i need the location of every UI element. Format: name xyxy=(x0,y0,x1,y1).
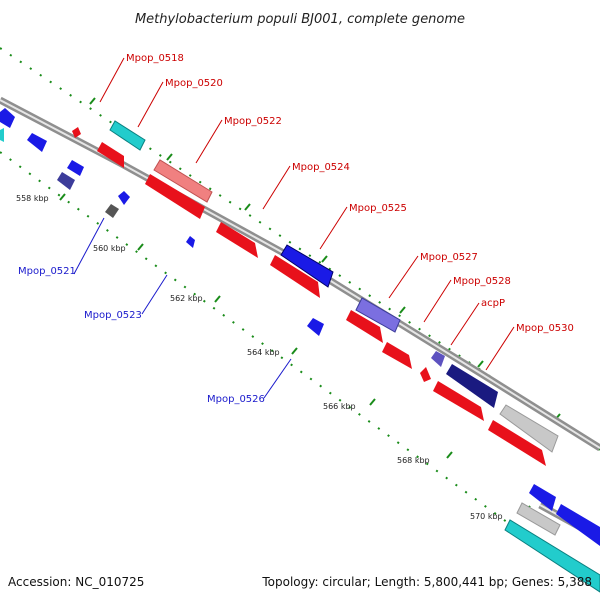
gene-arrow[interactable] xyxy=(153,159,213,203)
callout-line xyxy=(423,279,452,323)
kbp-label: 566 kbp xyxy=(323,402,356,411)
major-tick xyxy=(477,360,484,368)
gene-label-mpop-0524[interactable]: Mpop_0524 xyxy=(292,162,350,173)
forward-strand-genes xyxy=(72,120,600,593)
callout-line xyxy=(137,81,164,128)
gene-label-mpop-0530[interactable]: Mpop_0530 xyxy=(516,323,574,334)
gene-arrow[interactable] xyxy=(0,128,4,142)
gene-arrow[interactable] xyxy=(504,519,600,593)
gene-arrow[interactable] xyxy=(97,142,124,168)
gene-arrow[interactable] xyxy=(27,133,47,152)
major-tick xyxy=(446,451,453,459)
kbp-label: 568 kbp xyxy=(397,456,430,465)
callout-line xyxy=(262,165,291,210)
major-tick xyxy=(369,398,376,406)
callout-line xyxy=(450,302,480,346)
genome-title: Methylobacterium populi BJ001, complete … xyxy=(135,12,465,27)
forward-gene-labels: Mpop_0518 Mpop_0520 Mpop_0522 Mpop_0524 … xyxy=(126,53,574,334)
kbp-label: 562 kbp xyxy=(170,294,203,303)
topology-text: Topology: circular; Length: 5,800,441 bp… xyxy=(261,575,592,589)
gene-arrow[interactable] xyxy=(382,342,412,369)
callout-line xyxy=(141,274,168,315)
major-ticks xyxy=(59,97,561,513)
gene-label-mpop-0518[interactable]: Mpop_0518 xyxy=(126,53,184,64)
reverse-strand-genes xyxy=(0,108,600,546)
major-tick xyxy=(399,306,406,314)
gene-label-mpop-0520[interactable]: Mpop_0520 xyxy=(165,78,223,89)
callout-line xyxy=(319,206,348,250)
accession-text: Accession: NC_010725 xyxy=(8,575,144,589)
gene-label-mpop-0525[interactable]: Mpop_0525 xyxy=(349,203,407,214)
forward-callouts xyxy=(99,57,515,371)
gene-label-mpop-0523[interactable]: Mpop_0523 xyxy=(84,310,142,321)
callout-line xyxy=(263,358,292,399)
kbp-label: 558 kbp xyxy=(16,194,49,203)
kbp-labels: 558 kbp 560 kbp 562 kbp 564 kbp 566 kbp … xyxy=(16,194,503,521)
gene-label-mpop-0521[interactable]: Mpop_0521 xyxy=(18,266,76,277)
reverse-gene-labels: Mpop_0521 Mpop_0523 Mpop_0526 xyxy=(18,266,265,405)
gene-arrow[interactable] xyxy=(446,364,498,408)
gene-label-mpop-0528[interactable]: Mpop_0528 xyxy=(453,276,511,287)
gene-arrow[interactable] xyxy=(488,420,546,466)
reverse-callouts xyxy=(73,217,292,399)
kbp-label: 570 kbp xyxy=(470,512,503,521)
gene-arrow[interactable] xyxy=(556,504,600,546)
callout-line xyxy=(73,217,105,275)
major-tick xyxy=(321,255,328,263)
major-tick xyxy=(214,295,221,303)
major-tick xyxy=(166,153,173,161)
gene-arrow[interactable] xyxy=(57,172,75,190)
gene-label-mpop-0526[interactable]: Mpop_0526 xyxy=(207,394,265,405)
kbp-label: 564 kbp xyxy=(247,348,280,357)
gene-label-mpop-0527[interactable]: Mpop_0527 xyxy=(420,252,478,263)
gene-arrow[interactable] xyxy=(346,310,383,343)
gene-arrow[interactable] xyxy=(67,160,84,176)
callout-line xyxy=(485,326,515,371)
gene-arrow[interactable] xyxy=(431,351,445,367)
gene-arrow[interactable] xyxy=(0,108,15,128)
gene-arrow[interactable] xyxy=(529,484,556,511)
callout-line xyxy=(388,255,419,299)
callout-line xyxy=(99,57,125,103)
gene-label-acpp[interactable]: acpP xyxy=(481,298,505,309)
gene-arrow[interactable] xyxy=(216,222,258,258)
gene-arrow[interactable] xyxy=(270,255,320,298)
gene-arrow[interactable] xyxy=(355,297,401,333)
gene-arrow[interactable] xyxy=(72,127,81,138)
major-tick xyxy=(291,347,298,355)
major-tick xyxy=(89,97,96,105)
gene-arrow[interactable] xyxy=(307,318,324,336)
gene-label-mpop-0522[interactable]: Mpop_0522 xyxy=(224,116,282,127)
gene-arrow[interactable] xyxy=(105,204,119,218)
gene-arrow[interactable] xyxy=(516,502,561,536)
gene-arrow[interactable] xyxy=(109,120,146,151)
gene-arrow[interactable] xyxy=(280,244,334,288)
kbp-label: 560 kbp xyxy=(93,244,126,253)
major-tick xyxy=(59,193,66,201)
major-tick xyxy=(244,203,251,211)
gene-arrow[interactable] xyxy=(499,404,559,453)
gene-arrow[interactable] xyxy=(420,367,431,382)
callout-line xyxy=(195,119,223,164)
gene-arrow[interactable] xyxy=(118,191,130,205)
gene-arrow[interactable] xyxy=(145,174,205,219)
gene-arrow[interactable] xyxy=(433,381,484,421)
major-tick xyxy=(137,243,144,251)
gene-arrow[interactable] xyxy=(186,236,195,248)
